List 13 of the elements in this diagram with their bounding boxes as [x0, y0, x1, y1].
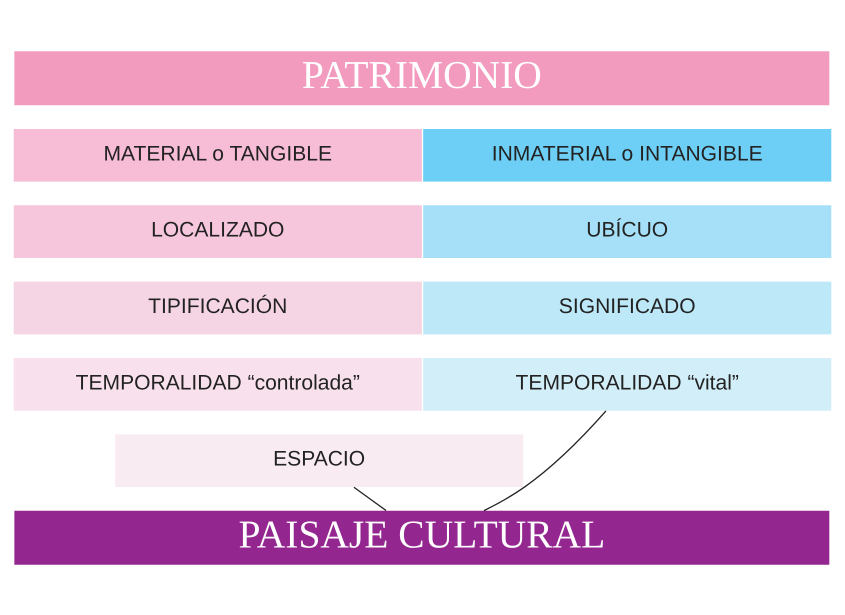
node-box: PATRIMONIO: [14, 50, 830, 105]
connector: [484, 410, 606, 511]
node-box: SIGNIFICADO: [423, 281, 832, 334]
node-box: ESPACIO: [115, 434, 524, 487]
connector: [354, 486, 386, 511]
node-box: INMATERIAL o INTANGIBLE: [423, 128, 832, 182]
node-box: UBÍCUO: [423, 204, 832, 258]
node-box: PAISAJE CULTURAL: [14, 510, 830, 564]
node-box: TEMPORALIDAD “controlada”: [14, 358, 422, 410]
node-box: MATERIAL o TANGIBLE: [14, 128, 422, 182]
node-box: LOCALIZADO: [14, 204, 422, 258]
node-box: TIPIFICACIÓN: [14, 281, 422, 334]
node-box: TEMPORALIDAD “vital”: [423, 358, 832, 410]
